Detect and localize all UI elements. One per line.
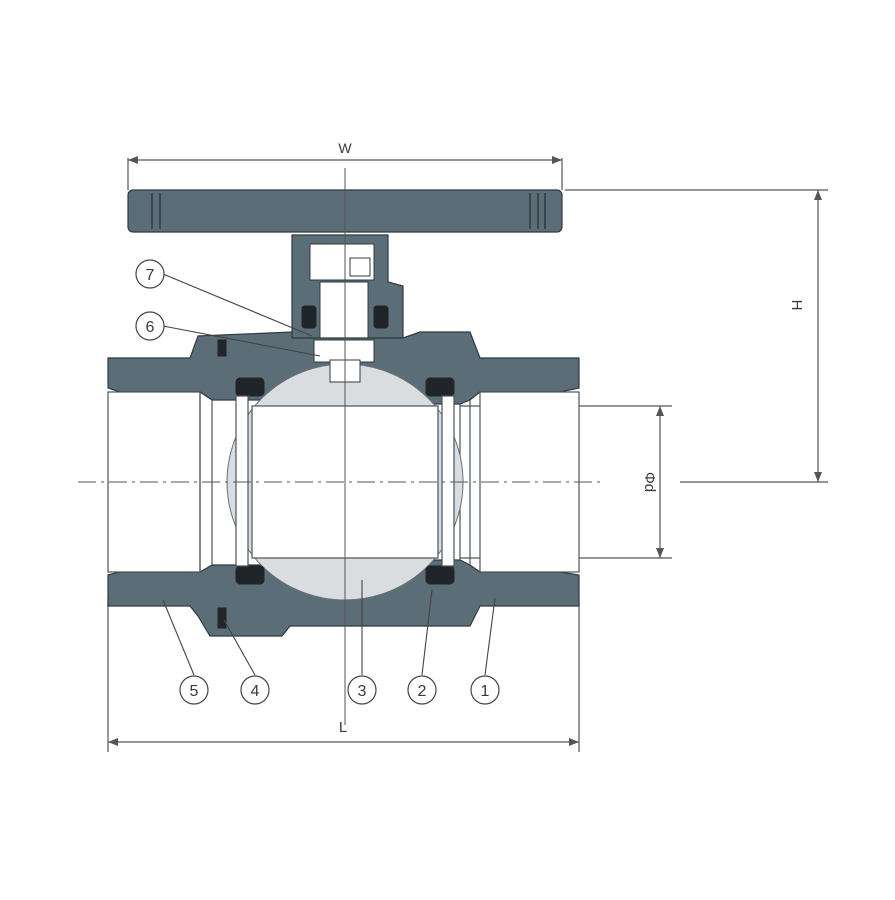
- callout-4: 4: [240, 675, 270, 705]
- callout-5: 5: [179, 675, 209, 705]
- callout-5-label: 5: [190, 683, 199, 700]
- leader-lines: [162, 273, 496, 676]
- callout-7: 7: [135, 259, 165, 289]
- stem-housing: [291, 234, 404, 343]
- callout-6-label: 6: [146, 319, 155, 336]
- w-label: W: [338, 140, 352, 156]
- bore-label: Φd: [641, 472, 658, 492]
- callout-1-label: 1: [481, 683, 490, 700]
- seats: [235, 377, 455, 585]
- h-label: H: [788, 300, 805, 311]
- l-dimension: L: [107, 598, 580, 752]
- w-dimension: W: [127, 140, 563, 190]
- callout-2-label: 2: [418, 683, 427, 700]
- h-dimension: H: [565, 189, 828, 483]
- l-label: L: [339, 719, 347, 736]
- callout-7-label: 7: [146, 267, 155, 284]
- callout-6: 6: [135, 311, 165, 341]
- callout-3: 3: [347, 675, 377, 705]
- callout-4-label: 4: [251, 683, 260, 700]
- stem: [313, 339, 375, 383]
- callout-2: 2: [407, 675, 437, 705]
- callout-1: 1: [470, 675, 500, 705]
- gasket-oring: [217, 607, 227, 629]
- callout-3-label: 3: [358, 683, 367, 700]
